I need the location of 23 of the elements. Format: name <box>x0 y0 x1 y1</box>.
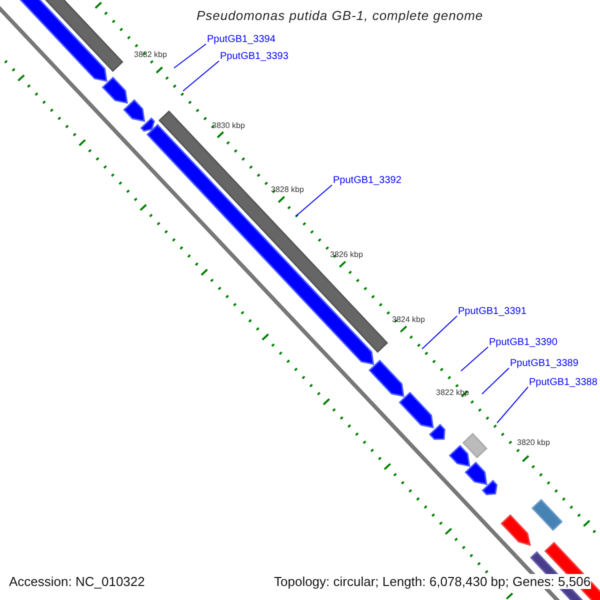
gene-label: PputGB1_3389 <box>510 358 578 370</box>
gene-label: PputGB1_3394 <box>207 34 276 46</box>
gene-label: PputGB1_3388 <box>529 377 598 389</box>
scale-label: 3826 kbp <box>330 250 363 260</box>
leader-line <box>422 316 458 350</box>
leader-line <box>296 184 332 216</box>
leader-line <box>460 346 488 372</box>
scale-label: 3824 kbp <box>392 315 425 325</box>
gene-label: PputGB1_3393 <box>220 51 288 63</box>
leader-line <box>182 60 220 92</box>
scale-label: 3830 kbp <box>212 121 245 131</box>
leader-line <box>174 44 206 68</box>
scale-label: 3820 kbp <box>517 438 550 448</box>
scale-label: 3832 kbp <box>134 50 167 60</box>
gene-label: PputGB1_3392 <box>333 175 402 187</box>
map-title: Pseudomonas putida GB-1, complete genome <box>196 8 484 23</box>
accession-text: Accession: NC_010322 <box>9 574 145 589</box>
genome-info-text: Topology: circular; Length: 6,078,430 bp; Genes: 5,506 <box>274 574 591 589</box>
scale-label: 3828 kbp <box>271 185 304 195</box>
leader-line <box>482 368 510 394</box>
leader-line <box>496 386 528 424</box>
gene-label: PputGB1_3391 <box>458 306 526 318</box>
gene-label: PputGB1_3390 <box>489 337 558 349</box>
